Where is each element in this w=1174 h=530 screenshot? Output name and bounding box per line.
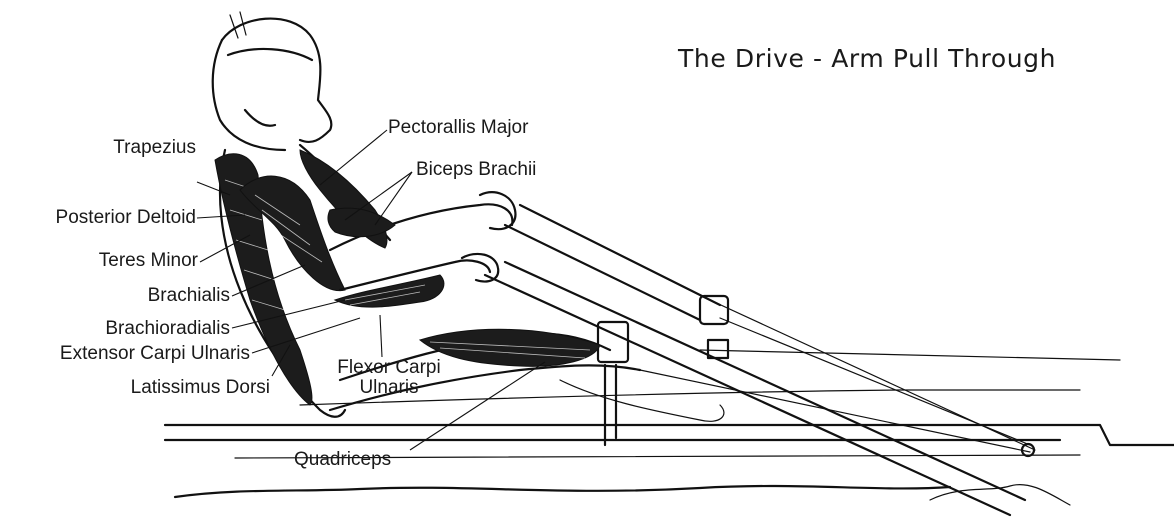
label-trapezius: Trapezius — [60, 138, 196, 158]
label-brachialis: Brachialis — [90, 286, 230, 306]
label-flexor-line2: Ulnaris — [326, 378, 452, 398]
label-pectoralis-major: Pectorallis Major — [388, 118, 528, 138]
label-flexor-line1: Flexor Carpi — [326, 358, 452, 378]
label-posterior-deltoid: Posterior Deltoid — [6, 208, 196, 228]
diagram-title: The Drive - Arm Pull Through — [678, 44, 1056, 73]
arms — [328, 192, 515, 307]
flexor-leader — [380, 315, 382, 357]
oarlock — [598, 296, 1034, 456]
pectoralis-leader — [320, 130, 387, 185]
label-biceps-brachii: Biceps Brachii — [416, 160, 536, 180]
head — [213, 12, 332, 150]
label-brachioradialis: Brachioradialis — [60, 319, 230, 339]
label-teres-minor: Teres Minor — [40, 251, 198, 271]
label-latissimus-dorsi: Latissimus Dorsi — [80, 378, 270, 398]
water-line — [175, 486, 950, 497]
label-extensor-carpi-ulnaris: Extensor Carpi Ulnaris — [0, 344, 250, 364]
biceps-leader-2 — [375, 172, 412, 225]
forearm-muscle — [335, 275, 444, 307]
label-quadriceps: Quadriceps — [294, 450, 391, 470]
label-flexor-carpi-ulnaris: Flexor Carpi Ulnaris — [326, 358, 452, 398]
